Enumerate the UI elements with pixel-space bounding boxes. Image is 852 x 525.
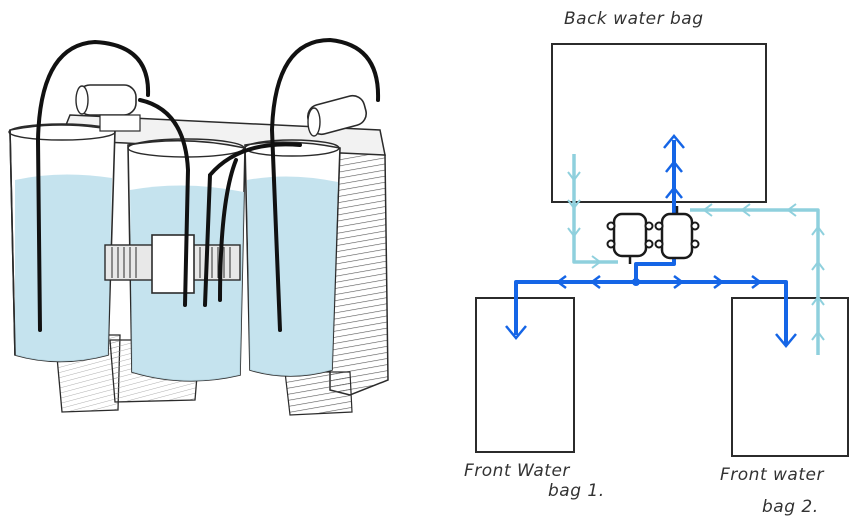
pump-icon: [656, 206, 699, 258]
front-water-bag-1-label-line1: Front Water: [464, 461, 570, 481]
junction-node: [632, 278, 640, 286]
front-water-bag-2-box: [732, 298, 848, 456]
flow-diagram: Back water bag Front Water bag 1. Front …: [464, 9, 848, 517]
bottom-dark-panel: [285, 372, 352, 415]
back-water-bag-box: [552, 44, 766, 202]
water-bag-left: [9, 124, 115, 362]
water-bag-right: [245, 140, 340, 376]
front-water-bag-1-box: [476, 298, 574, 452]
pump-icon: [608, 214, 653, 264]
back-water-bag-label: Back water bag: [564, 9, 704, 29]
front-water-bag-2-label-line1: Front water: [720, 465, 824, 485]
front-water-bag-2-label-line2: bag 2.: [762, 497, 819, 517]
backpack-sketch: [9, 40, 388, 415]
front-water-bag-1-label-line2: bag 1.: [548, 481, 605, 501]
